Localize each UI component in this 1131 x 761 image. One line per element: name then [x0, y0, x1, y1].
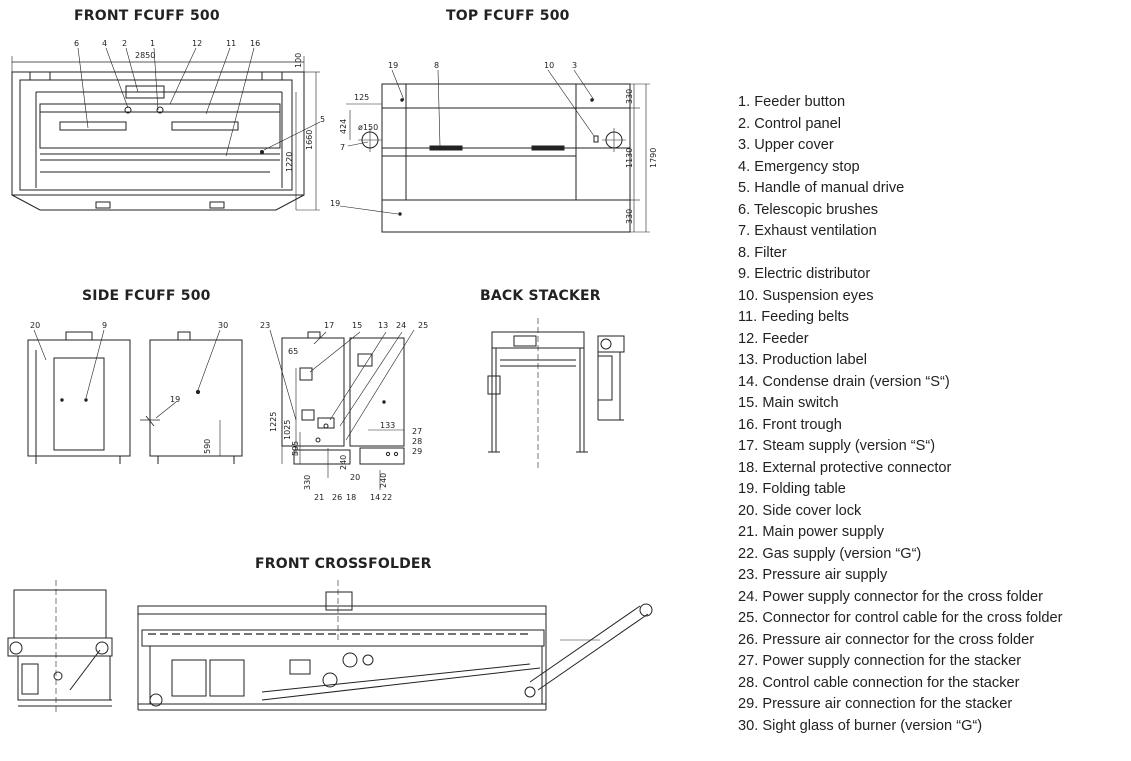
legend-item: 16. Front trough [738, 416, 842, 433]
legend-item: 6. Telescopic brushes [738, 201, 879, 218]
dim-top-1790: 1790 [649, 148, 658, 168]
legend-item: 2. Control panel [738, 115, 842, 132]
legend-item: 28. Control cable connection for the sta… [738, 674, 1020, 691]
callout-front-5: 5 [320, 115, 325, 124]
dim-front-h1: 1220 [285, 152, 294, 172]
legend-item: 24. Power supply connector for the cross… [738, 588, 1044, 605]
legend-item: 14. Condense drain (version “S“) [738, 373, 950, 390]
legend-item: 21. Main power supply [738, 524, 885, 540]
title-front-crossfolder: FRONT CROSSFOLDER [255, 556, 432, 572]
callout-front-12: 12 [192, 39, 202, 48]
title-back-stacker: BACK STACKER [480, 288, 601, 304]
side-fcuff-views [27, 329, 415, 490]
callout-side-29: 29 [412, 447, 422, 456]
dim-side-240a: 240 [339, 455, 348, 470]
legend-item: 4. Emergency stop [738, 158, 860, 175]
callout-side-25: 25 [418, 321, 428, 330]
title-side-fcuff: SIDE FCUFF 500 [82, 288, 211, 304]
dim-side-240b: 240 [379, 473, 388, 488]
callout-side-24: 24 [396, 321, 406, 330]
dim-side-22: 22 [382, 493, 392, 502]
title-top-fcuff: TOP FCUFF 500 [446, 8, 570, 24]
callout-top-8: 8 [434, 61, 439, 70]
top-fcuff-view [339, 69, 650, 233]
dim-side-65: 65 [288, 347, 298, 356]
callout-front-11: 11 [226, 39, 236, 48]
callout-side-27: 27 [412, 427, 422, 436]
legend-item: 20. Side cover lock [738, 502, 862, 519]
dim-top-330a: 330 [625, 89, 634, 104]
legend-item: 19. Folding table [738, 481, 846, 497]
dim-top-1130: 1130 [625, 148, 634, 168]
dim-side-20: 20 [350, 473, 360, 482]
legend-item: 13. Production label [738, 352, 867, 368]
dim-side-330: 330 [303, 475, 312, 490]
callout-top-3: 3 [572, 61, 577, 70]
dim-top-330b: 330 [625, 209, 634, 224]
legend-item: 15. Main switch [738, 395, 839, 411]
legend-item: 26. Pressure air connector for the cross… [738, 631, 1035, 648]
callout-top-10: 10 [544, 61, 554, 70]
dim-side-1025: 1025 [283, 420, 292, 440]
legend-item: 8. Filter [738, 244, 787, 261]
legend-item: 5. Handle of manual drive [738, 180, 905, 196]
dim-front-top: 100 [294, 53, 303, 68]
callout-side-20: 20 [30, 321, 40, 330]
callout-side-17: 17 [324, 321, 334, 330]
callout-front-4: 4 [102, 39, 107, 48]
callout-side-23: 23 [260, 321, 270, 330]
legend-item: 11. Feeding belts [738, 309, 849, 325]
dim-top-125: 125 [354, 93, 369, 102]
callout-side-28: 28 [412, 437, 422, 446]
dim-side-14: 14 [370, 493, 380, 502]
callout-side-13: 13 [378, 321, 388, 330]
back-stacker-view [487, 318, 625, 468]
callout-side-21: 21 [314, 493, 324, 502]
dim-side-595: 595 [291, 441, 300, 456]
callout-side-15: 15 [352, 321, 362, 330]
legend-item: 7. Exhaust ventilation [738, 223, 877, 239]
callout-side-18: 18 [346, 493, 356, 502]
callout-top-19a: 19 [388, 61, 398, 70]
callout-front-6: 6 [74, 39, 79, 48]
legend-item: 22. Gas supply (version “G“) [738, 545, 922, 562]
callout-side-9: 9 [102, 321, 107, 330]
legend-item: 23. Pressure air supply [738, 567, 888, 583]
callout-side-26: 26 [332, 493, 342, 502]
legend-item: 25. Connector for control cable for the … [738, 610, 1063, 626]
legend-item: 1. Feeder button [738, 94, 846, 110]
callout-side-30: 30 [218, 321, 228, 330]
dim-front-h2: 1660 [305, 130, 314, 150]
dim-top-424: 424 [339, 119, 348, 134]
legend-item: 9. Electric distributor [738, 266, 871, 282]
legend-item: 3. Upper cover [738, 137, 834, 153]
title-front-fcuff: FRONT FCUFF 500 [74, 8, 220, 24]
legend-item: 17. Steam supply (version “S“) [738, 438, 936, 454]
legend-item: 10. Suspension eyes [738, 287, 874, 304]
legend-item: 18. External protective connector [738, 459, 952, 476]
dim-side-590: 590 [203, 439, 212, 454]
callout-front-16: 16 [250, 39, 260, 48]
legend-item: 12. Feeder [738, 330, 809, 347]
callout-top-19b: 19 [330, 199, 340, 208]
parts-legend: 1. Feeder button 2. Control panel 3. Upp… [738, 92, 1062, 737]
callout-top-7: 7 [340, 143, 345, 152]
front-crossfolder-view [7, 580, 653, 714]
callout-front-2: 2 [122, 39, 127, 48]
front-fcuff-view [11, 47, 321, 211]
legend-item: 29. Pressure air connection for the stac… [738, 696, 1013, 712]
dim-side-1225: 1225 [269, 412, 278, 432]
callout-side-19: 19 [170, 395, 180, 404]
legend-item: 30. Sight glass of burner (version “G“) [738, 717, 983, 734]
dim-front-width: 2850 [135, 51, 155, 60]
legend-item: 27. Power supply connection for the stac… [738, 653, 1022, 669]
callout-front-1: 1 [150, 39, 155, 48]
dim-top-phi: ø150 [358, 123, 378, 132]
dim-side-133: 133 [380, 421, 395, 430]
